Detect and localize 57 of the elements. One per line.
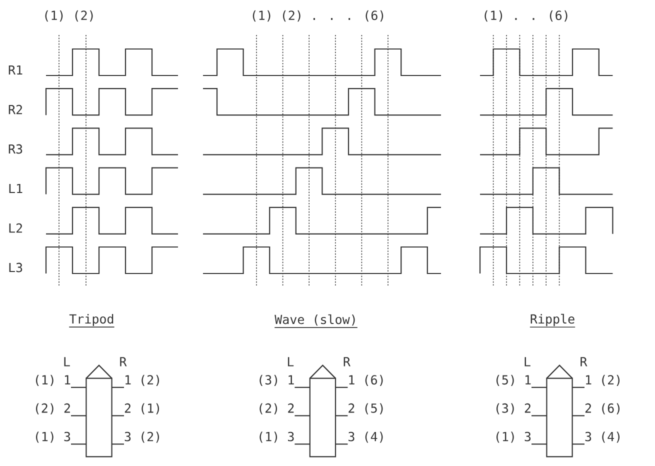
robot-body	[309, 364, 336, 458]
leg-line	[71, 444, 86, 445]
side-label: L	[64, 357, 70, 366]
phase-numbers: (1) (2)	[45, 10, 93, 22]
leg-line	[112, 444, 124, 445]
leg-line	[71, 386, 86, 388]
leg-number: (2) 2	[36, 403, 70, 414]
leg-label: L2	[9, 223, 22, 233]
leg-line	[336, 415, 348, 416]
leg-line	[532, 444, 547, 445]
side-label: R	[580, 357, 588, 366]
robot-body	[86, 364, 112, 458]
leg-line	[336, 386, 348, 388]
leg-label: L3	[9, 262, 22, 272]
leg-number: (1) 1	[36, 374, 70, 386]
side-label: R	[120, 357, 127, 366]
leg-number: (1) 3	[260, 432, 294, 443]
robot-body	[546, 364, 573, 458]
leg-line	[572, 415, 584, 416]
leg-line	[572, 444, 584, 445]
gait-title: Wave (slow)	[274, 314, 358, 328]
leg-line	[112, 415, 124, 416]
side-label: L	[524, 357, 530, 366]
leg-number: (1) 3	[496, 432, 531, 443]
leg-line	[294, 415, 310, 416]
leg-number: 1 (6)	[349, 374, 383, 386]
leg-label: R2	[8, 104, 22, 114]
leg-line	[112, 386, 124, 388]
leg-line	[294, 444, 310, 445]
leg-number: 2 (5)	[348, 403, 383, 414]
leg-line	[294, 386, 310, 388]
leg-line	[532, 415, 547, 416]
leg-line	[71, 415, 86, 416]
leg-number: 2 (1)	[124, 403, 160, 414]
leg-line	[532, 386, 547, 388]
leg-line	[572, 386, 584, 388]
leg-number: (3) 1	[260, 374, 294, 386]
leg-label: R3	[8, 144, 22, 154]
leg-number: (3) 2	[496, 403, 530, 414]
leg-number: (1) 3	[36, 432, 70, 443]
gait-title: Tripod	[68, 314, 115, 328]
leg-number: 1 (2)	[586, 374, 620, 386]
leg-number: (5) 1	[496, 374, 531, 386]
leg-line	[336, 444, 348, 445]
leg-number: 1 (2)	[126, 374, 160, 386]
gait-title: Ripple	[530, 314, 576, 328]
phase-numbers: (1) (2) . . . (6)	[252, 10, 384, 22]
phase-numbers: (1) . . (6)	[484, 10, 568, 22]
leg-number: 3 (4)	[585, 432, 620, 443]
leg-number: 2 (6)	[585, 403, 620, 414]
side-label: L	[288, 357, 294, 366]
leg-number: 3 (2)	[124, 432, 160, 443]
side-label: R	[344, 357, 350, 366]
leg-number: (2) 2	[260, 403, 294, 414]
leg-label: L1	[9, 184, 22, 194]
leg-number: 3 (4)	[348, 432, 383, 443]
leg-label: R1	[8, 65, 22, 75]
